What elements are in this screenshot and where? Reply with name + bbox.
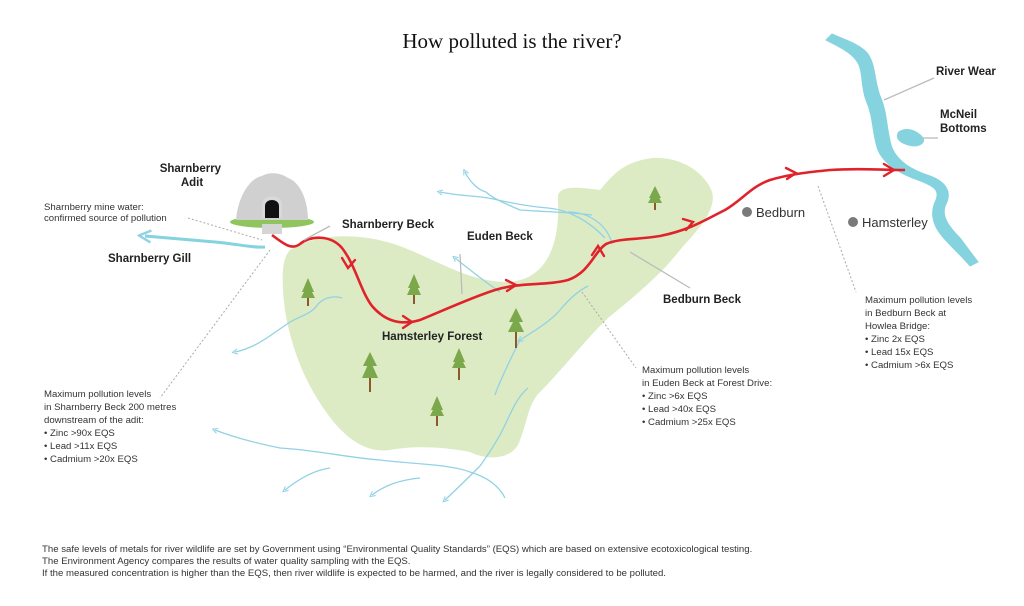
mcneil-bottoms-pond (896, 129, 925, 147)
sharnberry-beck-label: Sharnberry Beck (342, 219, 435, 231)
footnote-line: The safe levels of metals for river wild… (42, 544, 753, 555)
bedburn-beck-label: Bedburn Beck (663, 294, 742, 306)
tree-icon (362, 352, 378, 392)
leader-lines (159, 185, 857, 399)
footnote-line: If the measured concentration is higher … (42, 568, 666, 579)
sharnberry-gill-label: Sharnberry Gill (108, 253, 191, 265)
flow-arrows (340, 162, 897, 330)
bedburn-place-label: Bedburn (756, 205, 805, 220)
eqs-footnote: The safe levels of metals for river wild… (42, 544, 1002, 580)
sharnberry-adit-label: Sharnberry Adit (160, 163, 225, 189)
tree-icon (301, 278, 315, 306)
tree-icon (452, 348, 466, 380)
mine-adit-icon (230, 173, 314, 234)
polluted-beck-line (271, 167, 906, 324)
tree-icon (508, 308, 524, 348)
bedburn-dot (742, 207, 752, 217)
sharnberry-pollution-note: Maximum pollution levels in Sharnberry B… (44, 389, 179, 465)
hamsterley-forest-label: Hamsterley Forest (382, 331, 483, 343)
footnote-line: The Environment Agency compares the resu… (42, 556, 411, 567)
forest-trees (301, 186, 662, 426)
hamsterley-place-label: Hamsterley (862, 215, 928, 230)
tree-icon (430, 396, 444, 426)
mcneil-bottoms-label: McNeil Bottoms (940, 109, 987, 135)
map-title: How polluted is the river? (402, 29, 621, 53)
euden-beck-label: Euden Beck (467, 231, 533, 243)
solid-leaders (303, 77, 938, 295)
bedburn-pollution-note: Maximum pollution levels in Bedburn Beck… (865, 295, 975, 371)
river-wear (825, 33, 979, 267)
sharnberry-gill-stream (145, 236, 266, 249)
hamsterley-forest-area (282, 157, 713, 458)
hamsterley-dot (848, 217, 858, 227)
euden-pollution-note: Maximum pollution levels in Euden Beck a… (642, 365, 775, 428)
river-wear-label: River Wear (936, 66, 996, 78)
tree-icon (407, 274, 421, 304)
tree-icon (648, 186, 662, 210)
mine-water-note: Sharnberry mine water: confirmed source … (44, 202, 167, 224)
